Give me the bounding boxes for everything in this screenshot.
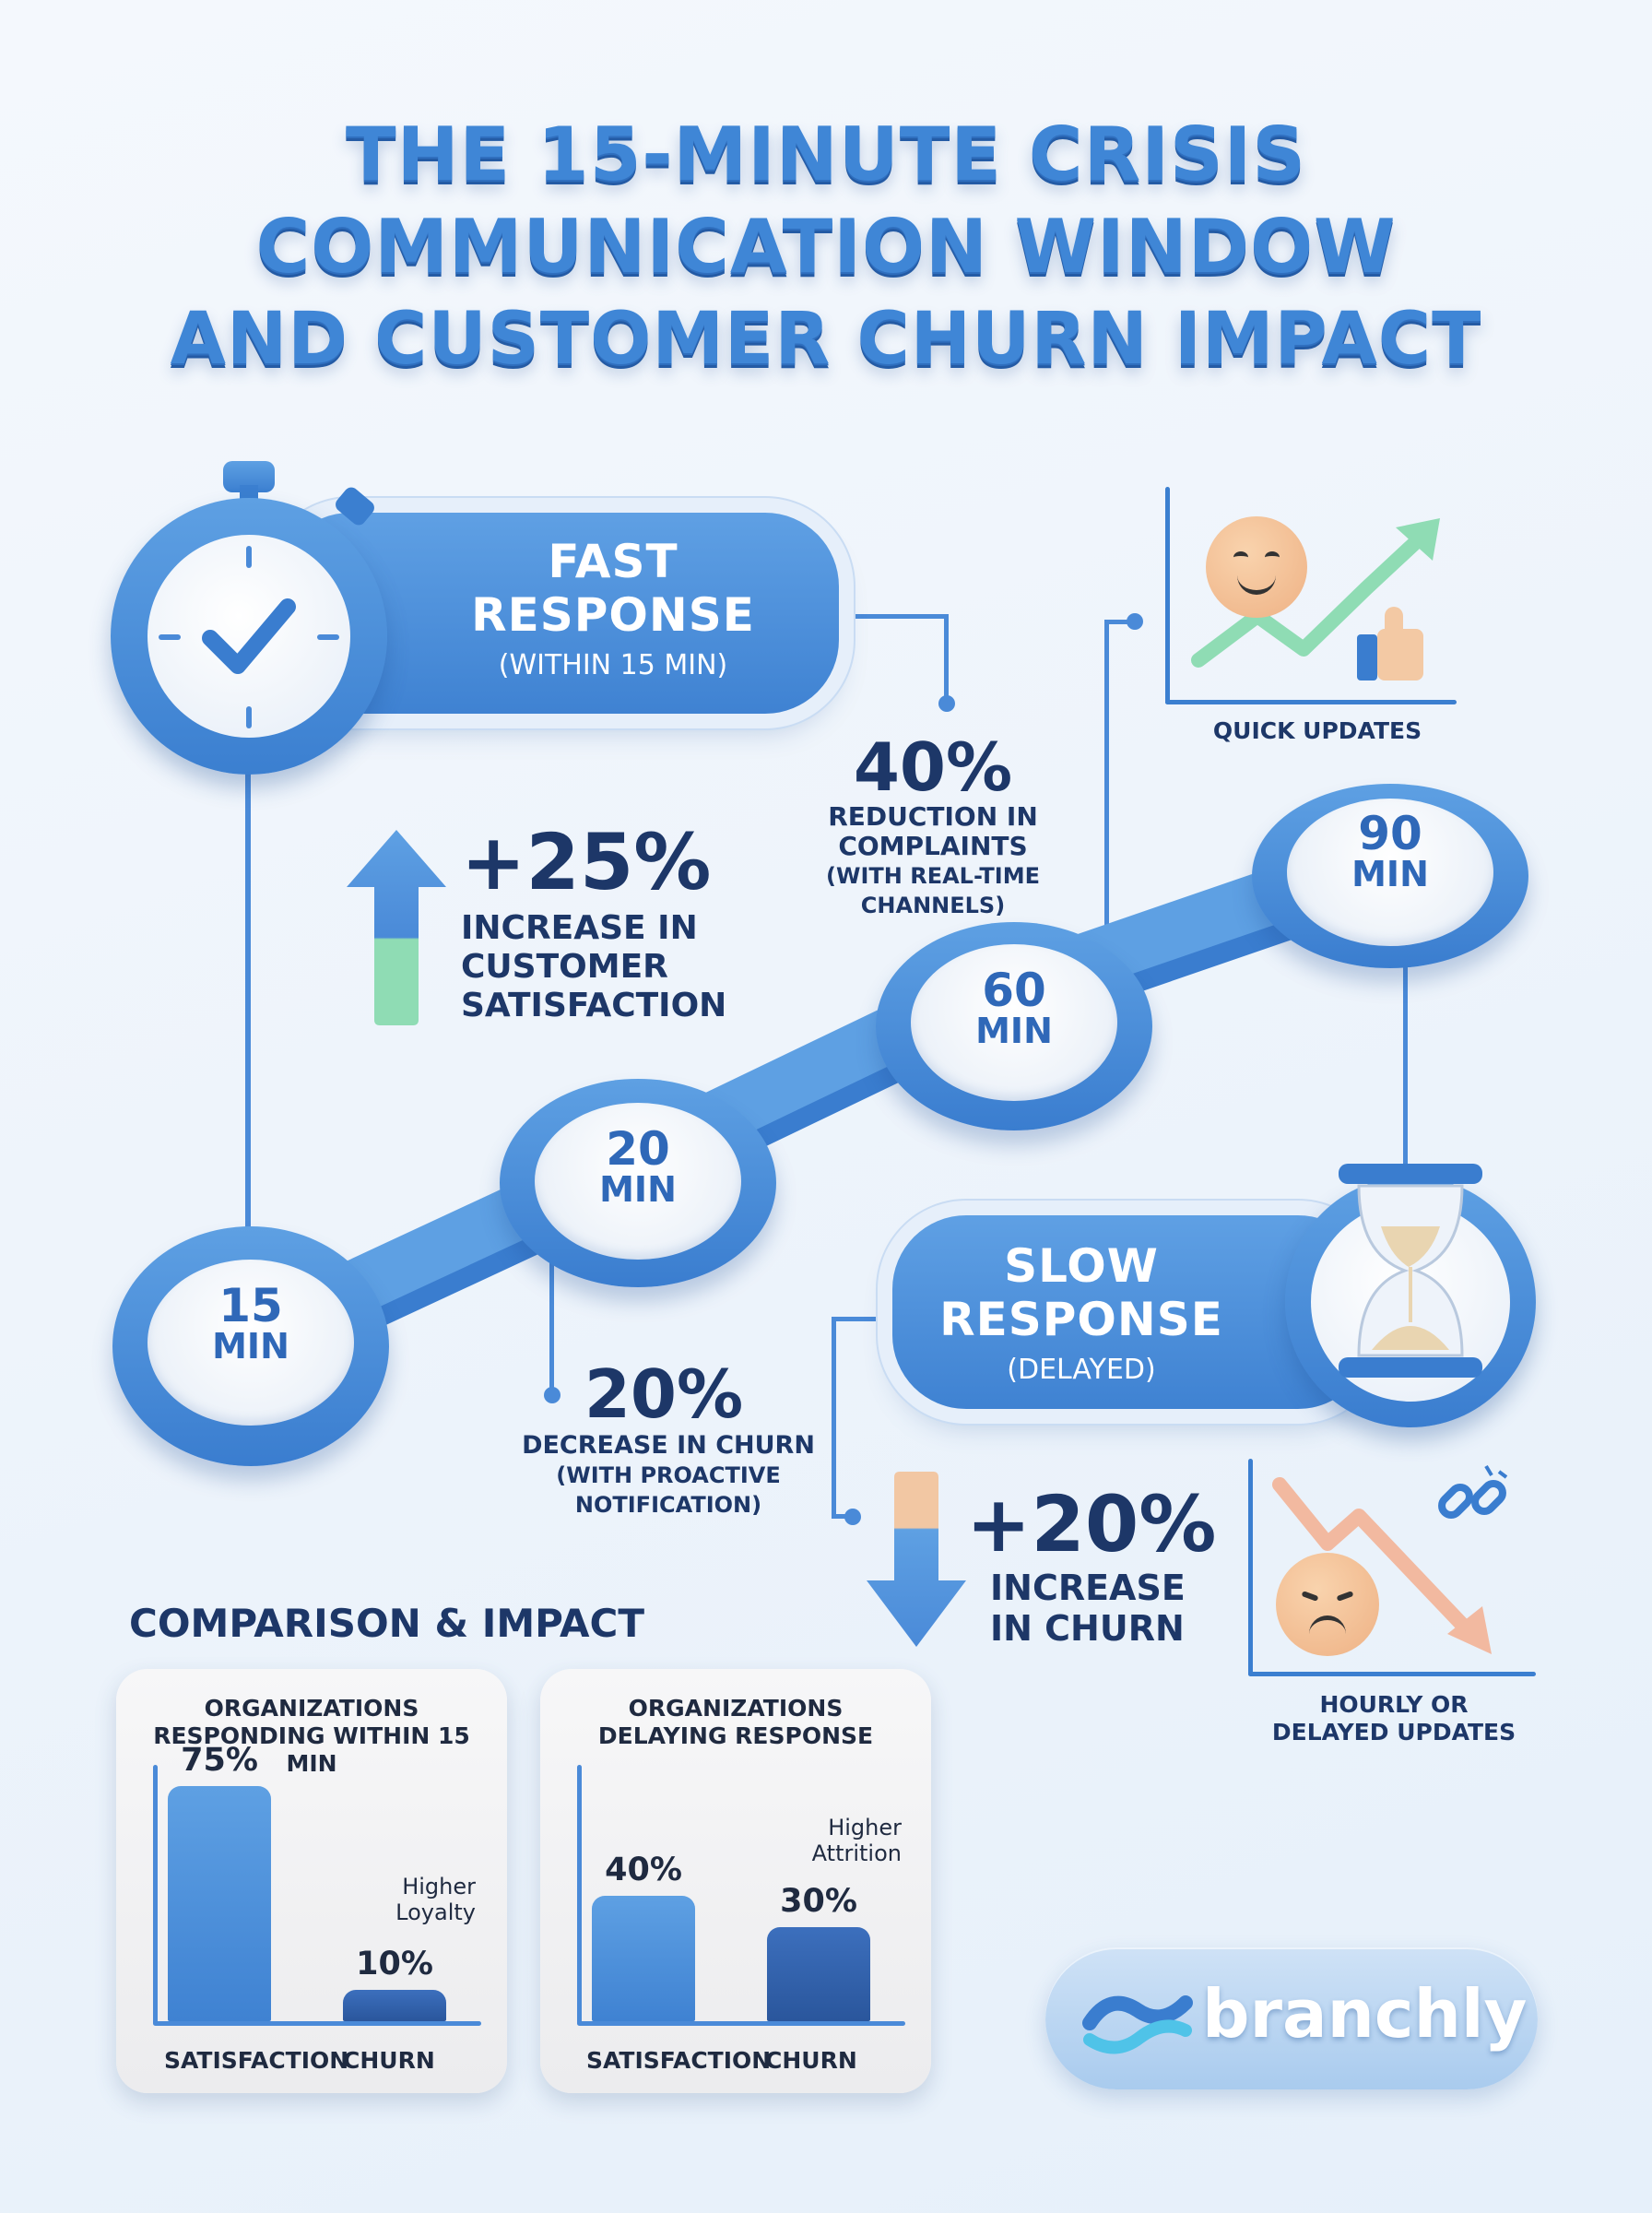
- thumbs-up-icon: [1357, 607, 1423, 680]
- node-15-min: 15 MIN: [148, 1260, 354, 1426]
- chart-2-annotation: Higher Attrition: [811, 1815, 902, 1866]
- quick-updates-icon: [1165, 487, 1460, 708]
- connector-slow-left: [832, 1317, 889, 1321]
- chart-1-bar-churn: [343, 1990, 446, 2021]
- slow-title-2: RESPONSE: [939, 1293, 1223, 1346]
- churn-increase-label: INCREASE IN CHURN: [990, 1568, 1186, 1649]
- quick-updates-label: QUICK UPDATES: [1212, 717, 1422, 744]
- chart-2-value-satisfaction: 40%: [605, 1852, 682, 1888]
- connector-dot: [544, 1387, 560, 1403]
- churn-decrease-value: 20%: [584, 1355, 744, 1433]
- chart-1-bar-satisfaction: [168, 1786, 271, 2021]
- chart-1-title: ORGANIZATIONS RESPONDING WITHIN 15 MIN: [153, 1695, 470, 1777]
- connector-slow-down: [832, 1317, 836, 1518]
- slow-title-1: SLOW: [1004, 1239, 1159, 1293]
- sad-face-icon: [1276, 1553, 1379, 1656]
- trend-down-icon: [1272, 1477, 1492, 1654]
- delayed-updates-label: HOURLY OR DELAYED UPDATES: [1271, 1691, 1516, 1746]
- chart-2-title: ORGANIZATIONS DELAYING RESPONSE: [597, 1695, 874, 1749]
- fast-subtitle: (WITHIN 15 MIN): [498, 649, 728, 681]
- stopwatch-face: [148, 535, 350, 738]
- chart-1-value-churn: 10%: [356, 1946, 433, 1982]
- title-line-2: COMMUNICATION WINDOW: [255, 204, 1397, 290]
- node-60-min: 60 MIN: [911, 944, 1117, 1101]
- chart-2-bar-churn: [767, 1927, 870, 2021]
- node-90-min: 90 MIN: [1287, 799, 1493, 946]
- connector-fast-down: [944, 614, 949, 703]
- connector-dot: [1127, 613, 1143, 630]
- chart-1-annotation: Higher Loyalty: [395, 1874, 476, 1925]
- connector-slow-right: [832, 1514, 852, 1519]
- chart-card-fast: ORGANIZATIONS RESPONDING WITHIN 15 MIN 7…: [116, 1669, 507, 2093]
- connector-dot: [844, 1509, 861, 1525]
- chart-1-value-satisfaction: 75%: [181, 1742, 258, 1779]
- connector-90-down: [1403, 931, 1408, 1171]
- complaints-label: REDUCTION IN COMPLAINTS (WITH REAL-TIME …: [826, 801, 1040, 919]
- complaints-value: 40%: [853, 728, 1013, 806]
- connector-fast-right: [841, 614, 948, 619]
- fast-title-2: RESPONSE: [471, 588, 755, 642]
- arrow-down-icon: [867, 1472, 966, 1647]
- trend-up-icon: [1191, 518, 1440, 668]
- connector-watch-down: [245, 756, 251, 1309]
- title-line-3: AND CUSTOMER CHURN IMPACT: [170, 298, 1482, 381]
- churn-decrease-label: DECREASE IN CHURN (WITH PROACTIVE NOTIFI…: [522, 1431, 815, 1518]
- chart-1-label-satisfaction: SATISFACTION: [164, 2047, 349, 2074]
- satisfaction-value: +25%: [461, 817, 712, 907]
- chart-2-value-churn: 30%: [780, 1883, 857, 1920]
- chart-1-label-churn: CHURN: [343, 2047, 435, 2074]
- connector-dot: [938, 695, 955, 712]
- comparison-heading: COMPARISON & IMPACT: [129, 1601, 645, 1646]
- slow-subtitle: (DELAYED): [1007, 1354, 1156, 1386]
- page-title: THE 15-MINUTE CRISIS COMMUNICATION WINDO…: [0, 109, 1652, 385]
- stopwatch-tick: [246, 546, 252, 568]
- arrow-up-icon: [347, 830, 446, 1025]
- brand-name: branchly: [1202, 1975, 1528, 2053]
- connector-60-up: [1104, 620, 1109, 985]
- fast-title-1: FAST: [548, 535, 678, 588]
- title-line-1: THE 15-MINUTE CRISIS: [346, 112, 1306, 197]
- stopwatch-tick: [246, 706, 252, 728]
- chart-2-label-satisfaction: SATISFACTION: [586, 2047, 772, 2074]
- node-20-min: 20 MIN: [535, 1103, 741, 1260]
- connector-20-down: [549, 1256, 554, 1394]
- brand-badge: branchly: [1045, 1947, 1538, 2089]
- stopwatch-tick: [317, 634, 339, 640]
- chart-2-bar-satisfaction: [592, 1896, 695, 2021]
- chart-2-label-churn: CHURN: [765, 2047, 857, 2074]
- satisfaction-label: INCREASE IN CUSTOMER SATISFACTION: [461, 909, 727, 1024]
- checkmark-icon: [202, 598, 296, 674]
- connector-60-right: [1104, 620, 1136, 624]
- brand-logo-icon: [1082, 1995, 1193, 2054]
- delayed-updates-icon: [1248, 1459, 1540, 1680]
- churn-increase-value: +20%: [966, 1479, 1217, 1569]
- stopwatch-tick: [159, 634, 181, 640]
- broken-link-icon: [1438, 1464, 1508, 1519]
- hourglass-icon: [1339, 1164, 1482, 1378]
- chart-card-slow: ORGANIZATIONS DELAYING RESPONSE 40% 30% …: [540, 1669, 931, 2093]
- smiley-face-icon: [1206, 516, 1307, 618]
